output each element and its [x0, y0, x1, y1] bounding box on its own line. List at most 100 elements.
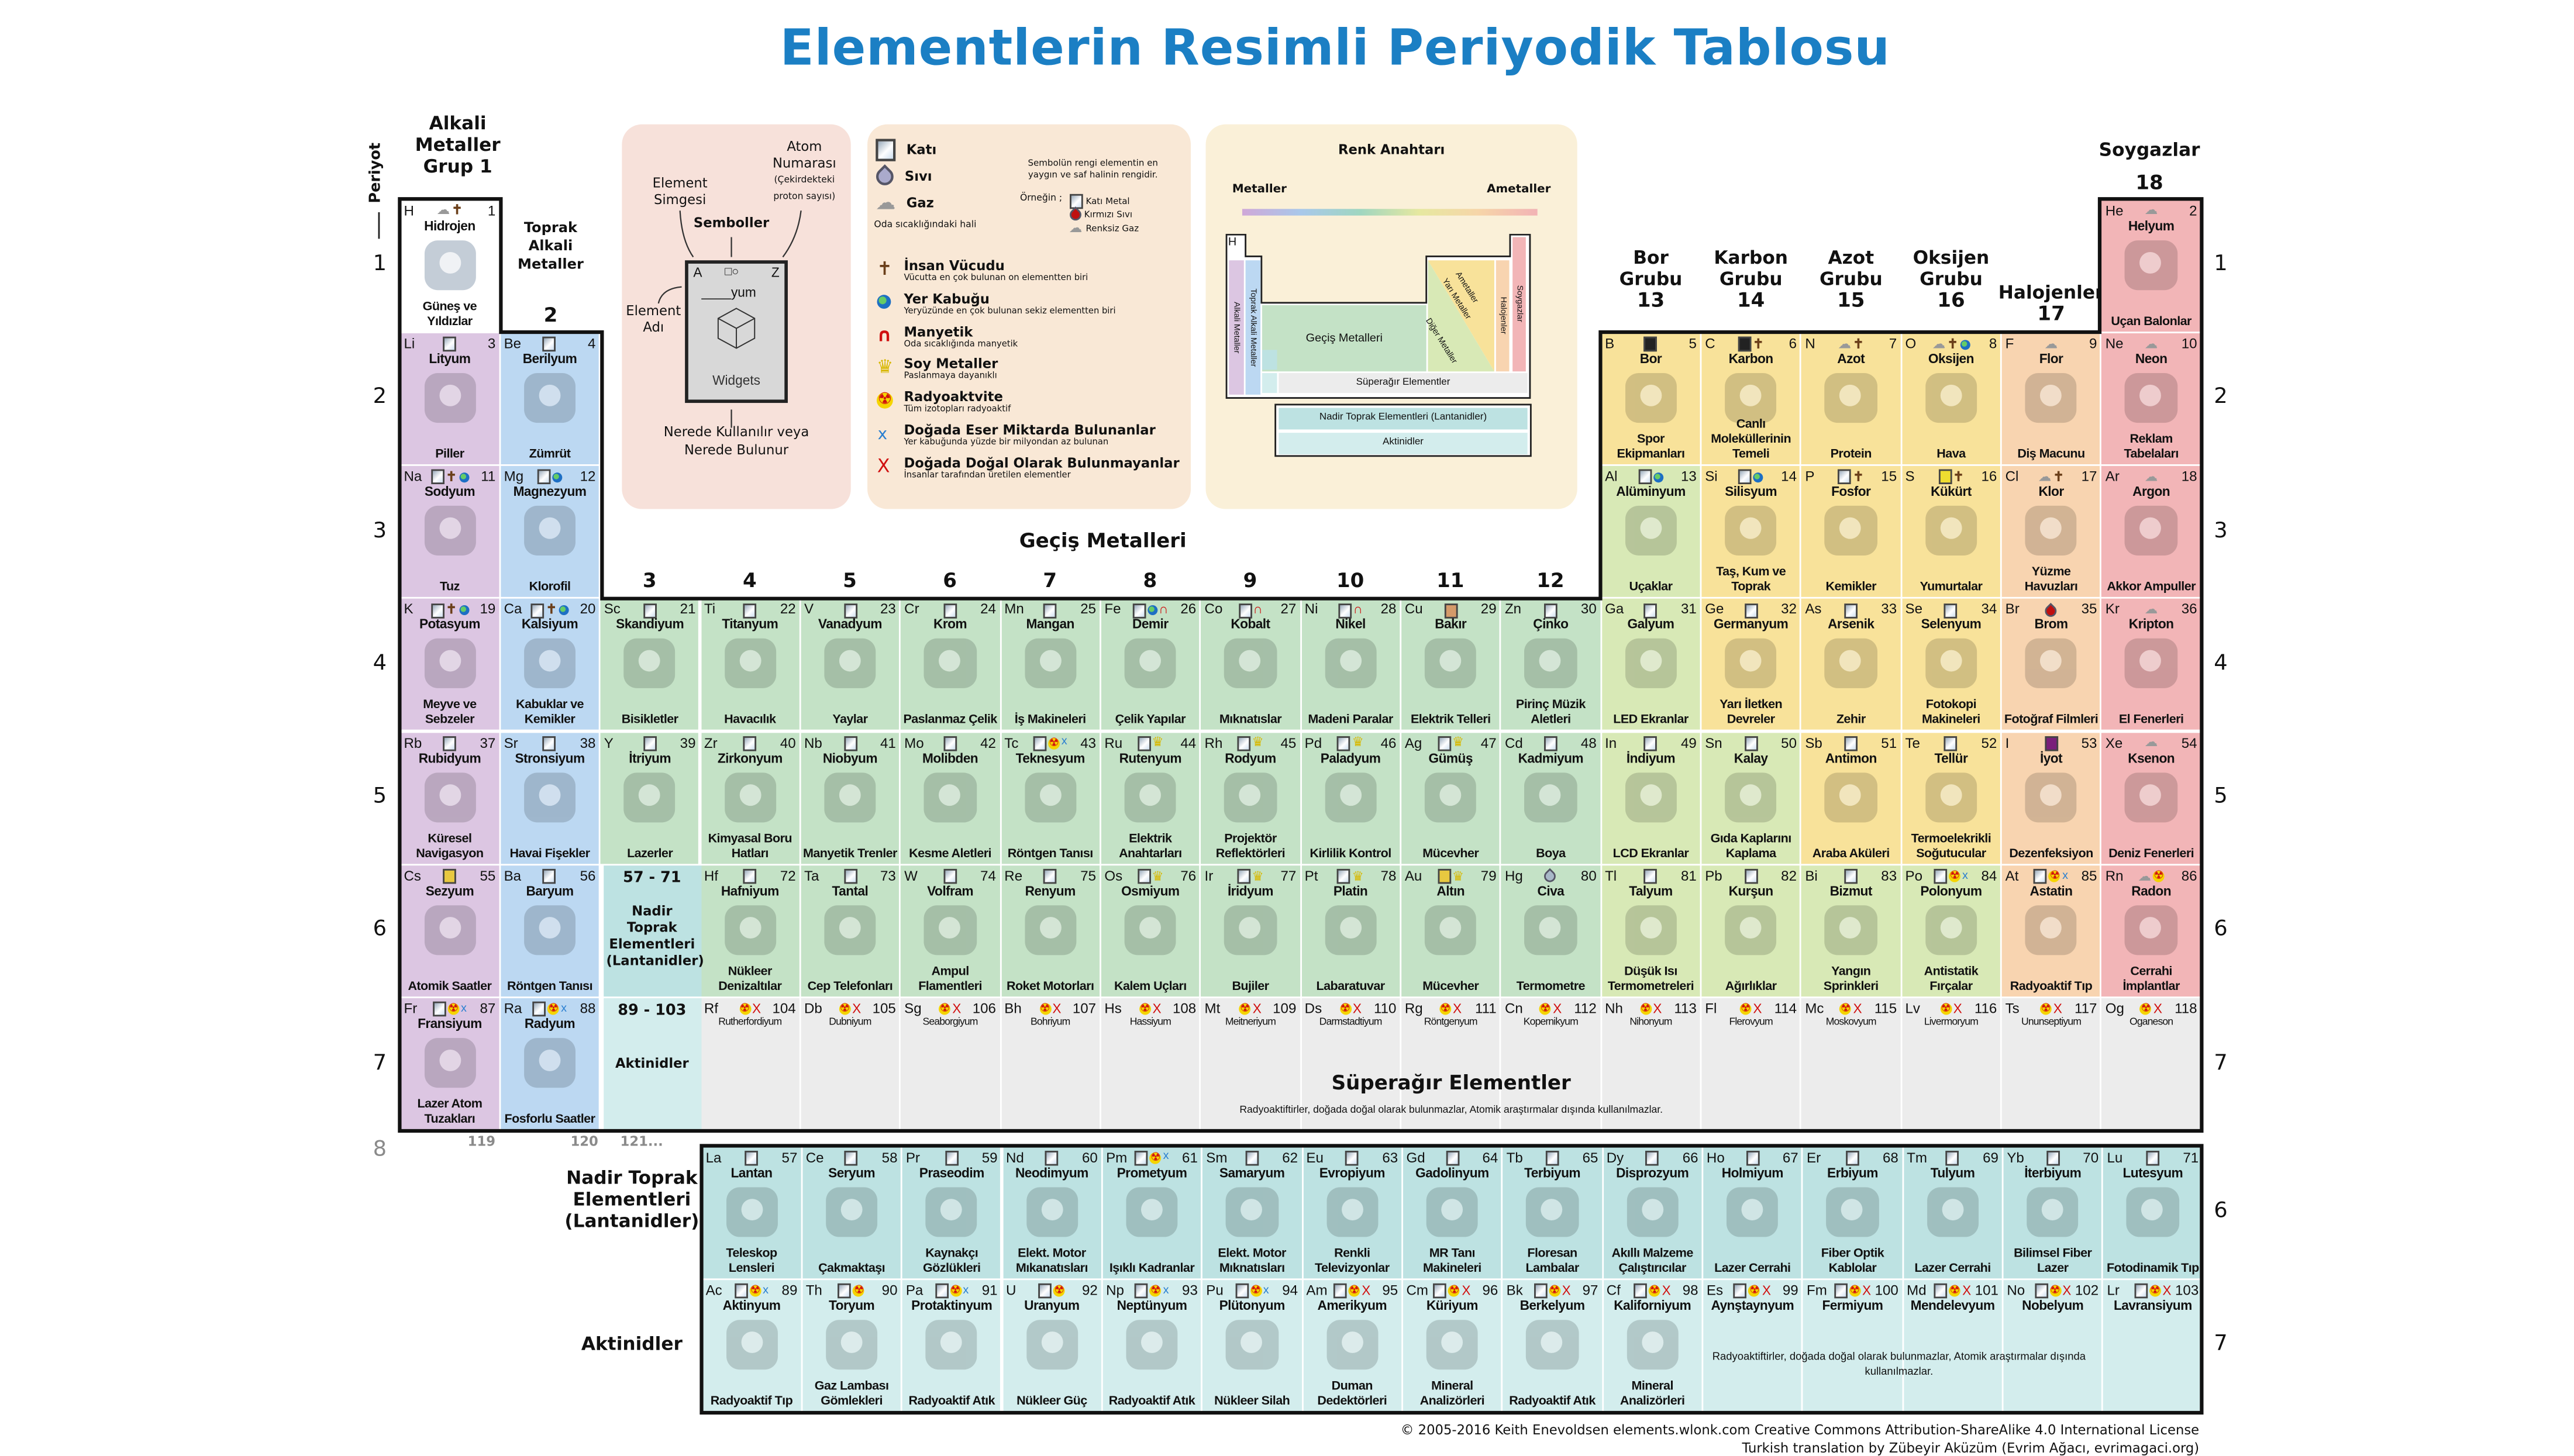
lanthanides-placeholder[interactable]: 57 - 71 Nadir Toprak Elementleri (Lantan… [602, 864, 704, 996]
actinides-placeholder[interactable]: 89 - 103 Aktinidler [602, 998, 701, 1129]
